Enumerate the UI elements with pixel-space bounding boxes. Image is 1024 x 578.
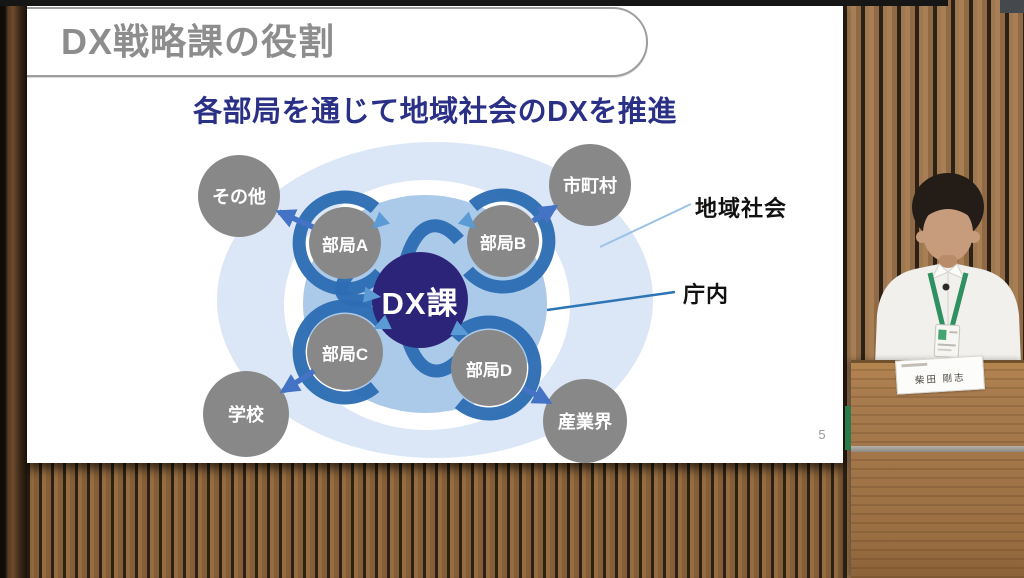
swirl-loop-d bbox=[449, 315, 542, 421]
node-others: その他 bbox=[198, 155, 280, 237]
node-industry: 産業界 bbox=[543, 379, 627, 463]
arrow-d-to-industry bbox=[521, 385, 553, 405]
connector-arrows-graphic bbox=[275, 203, 692, 405]
swirl-cross-top bbox=[398, 219, 464, 265]
podium-green-strip bbox=[845, 406, 851, 450]
node-bureau-d: 部局D bbox=[451, 330, 527, 406]
presenter-face bbox=[923, 204, 973, 262]
presenter-fringe bbox=[923, 194, 973, 219]
node-municipalities: 市町村 bbox=[549, 144, 631, 226]
slide-subtitle: 各部局を通じて地域社会のDXを推進 bbox=[193, 96, 677, 128]
name-plate-text: 柴田 剛志 bbox=[914, 372, 966, 387]
clip-microphone bbox=[942, 283, 950, 291]
leader-line-community bbox=[599, 203, 692, 248]
label-community: 地域社会 bbox=[695, 196, 788, 221]
top-right-ceiling-corner bbox=[1000, 0, 1024, 13]
top-dark-band bbox=[0, 0, 948, 6]
arrowhead-into-c bbox=[373, 314, 392, 330]
arrowhead-into-b bbox=[458, 211, 476, 229]
arrow-a-to-others bbox=[275, 209, 315, 230]
node-dx-division: DX課 bbox=[372, 252, 468, 348]
label-office-interior: 庁内 bbox=[683, 282, 730, 307]
node-bureau-a: 部局A bbox=[309, 207, 381, 279]
arrow-c-to-schools bbox=[279, 368, 316, 394]
presenter-id-badge bbox=[933, 323, 961, 359]
swirl-loop-c bbox=[292, 299, 385, 405]
podium bbox=[851, 360, 1024, 578]
slide-title: DX戦略課の役割 bbox=[61, 21, 336, 62]
arrowhead-into-dx bbox=[363, 286, 381, 303]
arrowhead-into-d bbox=[450, 320, 469, 336]
swirl-loop-b bbox=[463, 188, 556, 294]
leader-line-office bbox=[546, 290, 676, 312]
presenter-collar bbox=[930, 263, 966, 280]
wood-pillar-left bbox=[0, 0, 27, 578]
swirl-arrowheads-graphic bbox=[363, 211, 476, 336]
arrowhead-into-a bbox=[372, 211, 390, 229]
swirl-loop-a bbox=[292, 190, 385, 296]
presentation-slide: DX戦略課の役割 各部局を通じて地域社会のDXを推進 部局A 部局B 部局C 部… bbox=[27, 5, 843, 463]
node-bureau-b: 部局B bbox=[467, 205, 539, 277]
node-bureau-c: 部局C bbox=[307, 314, 383, 390]
name-plate: 柴田 剛志 bbox=[895, 355, 985, 395]
presenter-lanyard bbox=[927, 272, 969, 328]
slide-title-box bbox=[27, 7, 648, 77]
wood-wall-lower bbox=[27, 463, 843, 578]
name-plate-small-print bbox=[901, 362, 928, 368]
node-schools: 学校 bbox=[203, 371, 289, 457]
podium-metal-trim bbox=[851, 446, 1024, 452]
page-number: 5 bbox=[818, 427, 826, 442]
arrow-b-to-municipalities bbox=[531, 204, 559, 224]
